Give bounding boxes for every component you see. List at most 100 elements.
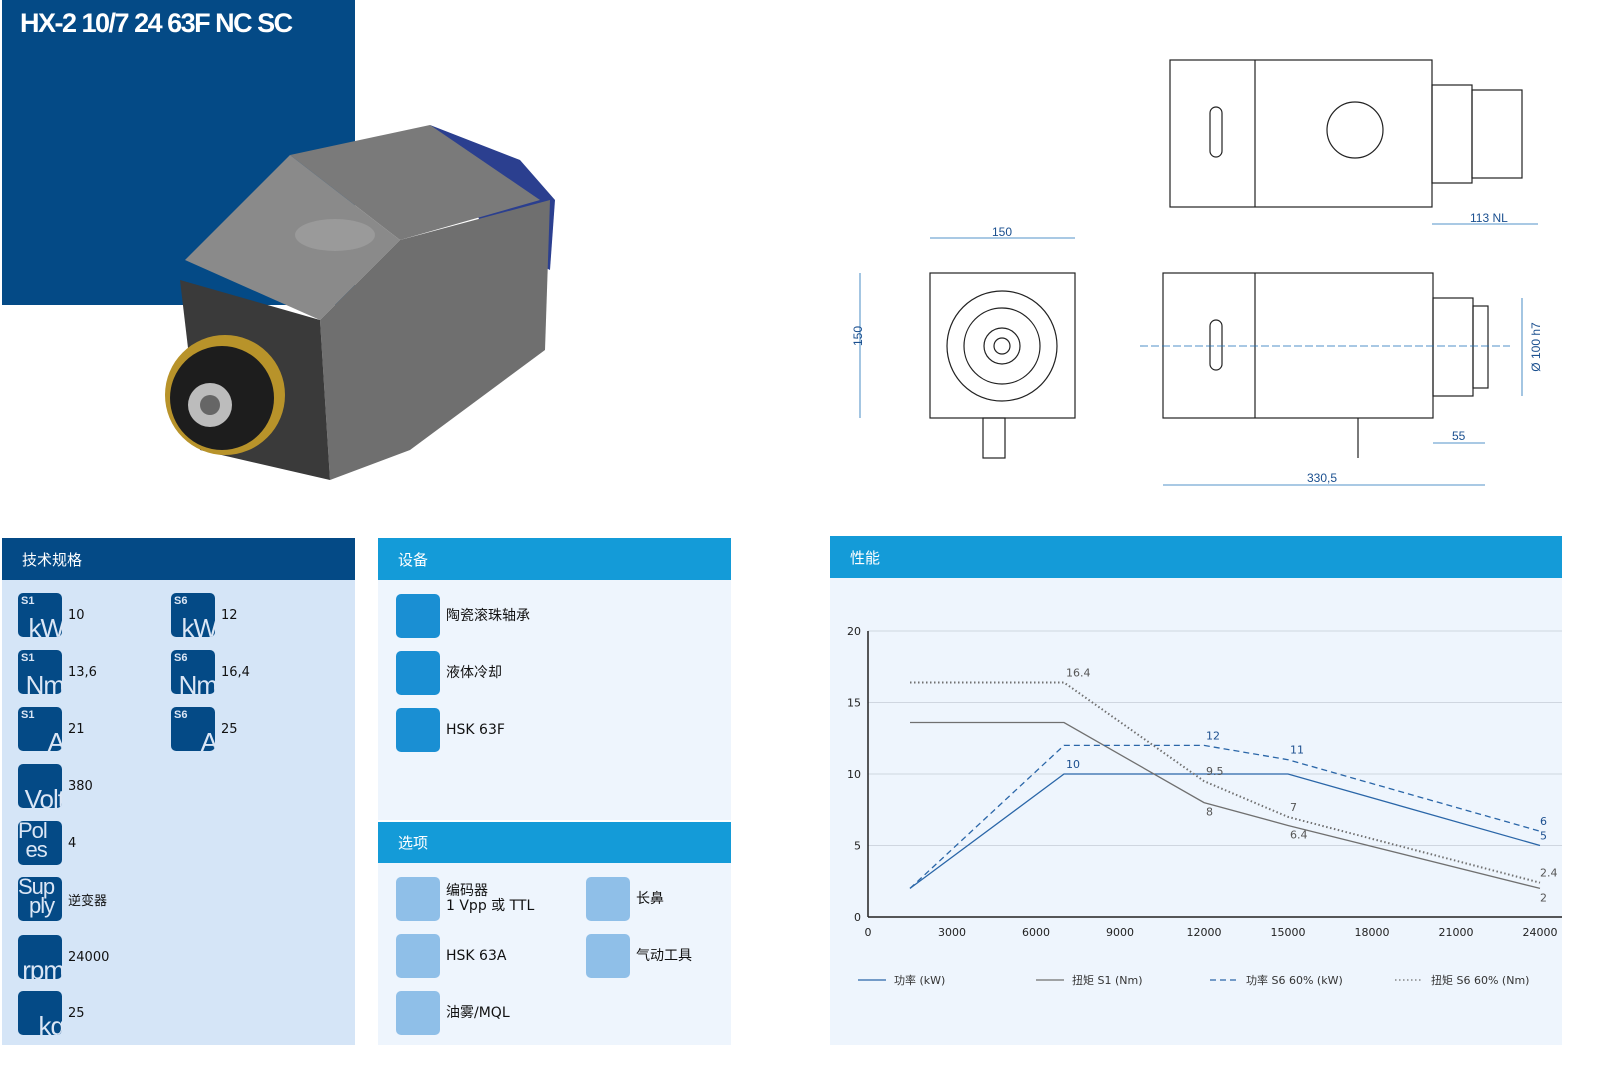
ceramic-bearing-icon: [396, 594, 440, 638]
data-label: 5: [1540, 830, 1547, 843]
data-label: 9.5: [1206, 765, 1224, 778]
dim-width: 150: [992, 225, 1012, 239]
spec-value: 逆变器: [68, 893, 108, 909]
spec-unit: A: [200, 727, 215, 751]
spec-value: 21: [68, 721, 85, 737]
spec-unit: A: [47, 727, 62, 751]
legend-label: 功率 (kW): [894, 973, 945, 987]
data-label: 8: [1206, 806, 1213, 819]
performance-panel: [830, 578, 1562, 1045]
equipment-label: HSK 63F: [446, 721, 505, 738]
data-label: 2.4: [1540, 867, 1558, 880]
legend-label: 功率 S6 60% (kW): [1246, 973, 1343, 987]
data-label: 16.4: [1066, 666, 1091, 679]
specs-header: 技术规格: [2, 538, 355, 580]
spec-tag: S6: [174, 595, 188, 607]
option-label-line: 1 Vpp 或 TTL: [446, 898, 535, 914]
options-header: 选项: [378, 822, 731, 863]
x-tick-label: 0: [865, 926, 872, 939]
data-label: 7: [1290, 801, 1297, 814]
spec-unit-line: es: [25, 837, 48, 862]
x-tick-label: 15000: [1271, 926, 1306, 939]
series-line: [909, 744, 1541, 889]
equipment-item: 液体冷却: [396, 651, 502, 695]
spec-tag: S6: [174, 709, 188, 721]
option-label: 长鼻: [636, 890, 664, 907]
equipment-label: 液体冷却: [446, 664, 502, 681]
product-title: HX-2 10/7 24 63F NC SC: [20, 8, 293, 38]
spec-unit: kW: [181, 613, 215, 637]
spec-unit: Nm: [178, 670, 215, 694]
spec-unit-icon: S6 kW: [171, 593, 215, 637]
spec-value: 13,6: [68, 664, 97, 680]
spec-unit-line: Pol: [18, 821, 48, 843]
spec-tag: S6: [174, 652, 188, 664]
spec-value: 4: [68, 835, 77, 851]
pneumatic-tool-icon: [586, 934, 630, 978]
spec-unit-line: Sup: [18, 877, 55, 899]
option-label: HSK 63A: [446, 947, 507, 964]
spec-value: 16,4: [221, 664, 250, 680]
data-label: 11: [1290, 744, 1304, 757]
spec-unit-icon: rpm: [18, 935, 62, 979]
spec-value: 380: [68, 778, 93, 794]
x-tick-label: 6000: [1022, 926, 1050, 939]
y-tick-label: 15: [847, 697, 861, 710]
long-nose-icon: [586, 877, 630, 921]
option-label-line: 气动工具: [636, 947, 692, 964]
option-item: 长鼻: [586, 877, 664, 921]
equipment-header: 设备: [378, 538, 731, 580]
tool-holder-icon: [396, 934, 440, 978]
series-line: [910, 681, 1541, 884]
spec-unit: Nm: [25, 670, 62, 694]
y-tick-label: 10: [847, 768, 861, 781]
performance-header: 性能: [830, 536, 1562, 578]
dim-height: 150: [851, 326, 865, 346]
data-label: 6.4: [1290, 828, 1308, 841]
spec-value: 25: [221, 721, 238, 737]
spec-unit-line: ply: [29, 893, 55, 918]
option-label-line: HSK 63A: [446, 947, 507, 964]
equipment-item: 陶瓷滚珠轴承: [396, 594, 530, 638]
spec-value: 12: [221, 607, 238, 623]
series-line: [909, 773, 1541, 889]
liquid-cooling-icon: [396, 651, 440, 695]
y-tick-label: 0: [854, 911, 861, 924]
spec-unit-icon: kg: [18, 991, 62, 1035]
option-label: 气动工具: [636, 947, 692, 964]
y-tick-label: 20: [847, 625, 861, 638]
option-label-line: 编码器: [446, 883, 488, 899]
spec-tag: S1: [21, 595, 35, 607]
x-tick-label: 9000: [1106, 926, 1134, 939]
spec-tag: S1: [21, 652, 35, 664]
dim-diameter: Ø 100 h7: [1529, 322, 1543, 372]
spec-value: 25: [68, 1005, 85, 1021]
spec-tag: S1: [21, 709, 35, 721]
y-tick-label: 5: [854, 840, 861, 853]
equipment-label: 陶瓷滚珠轴承: [446, 607, 530, 624]
x-tick-label: 21000: [1439, 926, 1474, 939]
data-label: 10: [1066, 758, 1080, 771]
spec-value: 10: [68, 607, 85, 623]
option-label-line: 长鼻: [636, 890, 664, 907]
oil-mist-icon: [396, 991, 440, 1035]
data-label: 2: [1540, 891, 1547, 904]
option-label: 油雾/MQL: [446, 1005, 510, 1021]
